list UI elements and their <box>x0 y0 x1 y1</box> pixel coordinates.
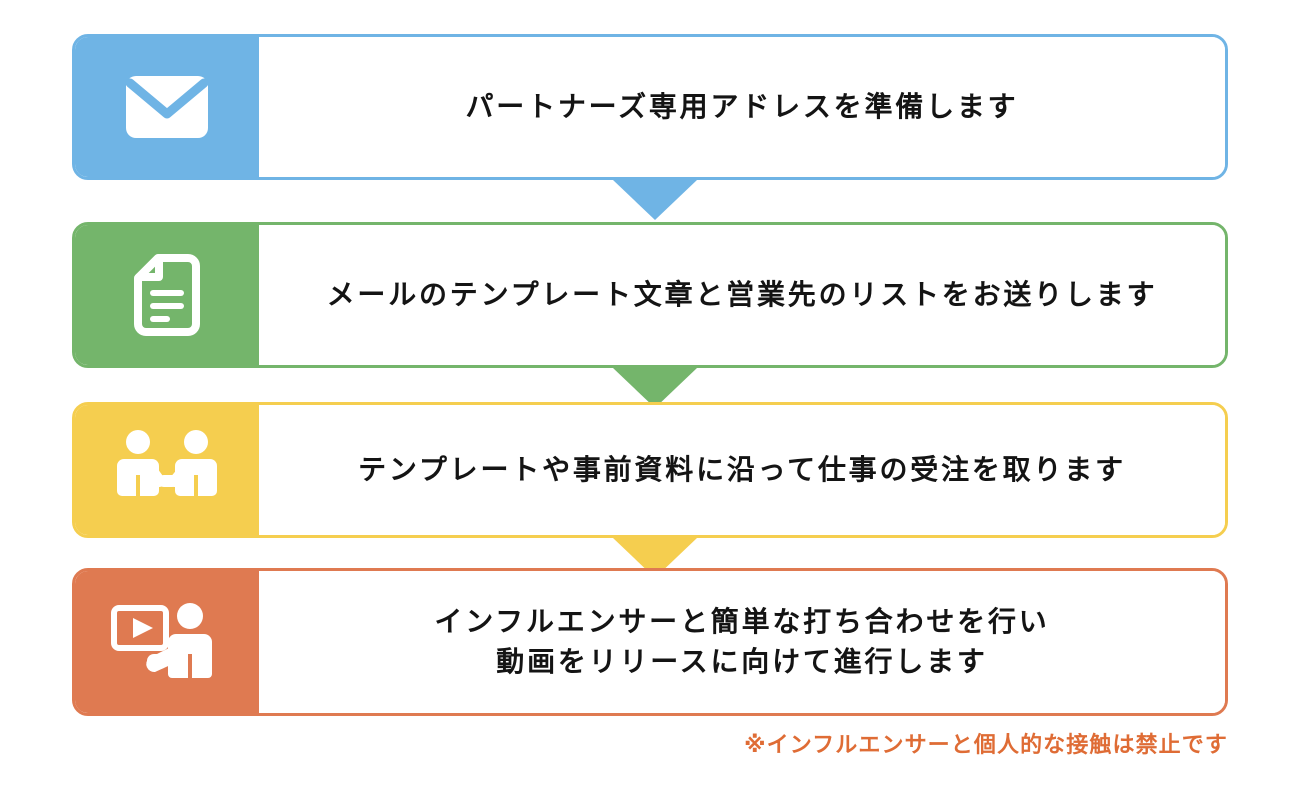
flow-step-2-label: メールのテンプレート文章と営業先のリストをお送りします <box>326 279 1158 311</box>
connector-arrow-2 <box>613 368 697 410</box>
flow-step-3-label: テンプレートや事前資料に沿って仕事の受注を取ります <box>358 454 1126 486</box>
envelope-icon <box>75 37 259 177</box>
flow-step-1: パートナーズ専用アドレスを準備します <box>72 34 1228 180</box>
flow-step-4-body: インフルエンサーと簡単な打ち合わせを行い 動画をリリースに向けて進行します <box>259 571 1225 713</box>
flow-step-3: テンプレートや事前資料に沿って仕事の受注を取ります <box>72 402 1228 538</box>
flow-step-3-body: テンプレートや事前資料に沿って仕事の受注を取ります <box>259 405 1225 535</box>
flow-step-4-label: インフルエンサーと簡単な打ち合わせを行い 動画をリリースに向けて進行します <box>434 606 1050 677</box>
flow-step-4: インフルエンサーと簡単な打ち合わせを行い 動画をリリースに向けて進行します <box>72 568 1228 716</box>
video-presentation-icon <box>75 571 259 713</box>
document-icon <box>75 225 259 365</box>
footnote-warning: ※インフルエンサーと個人的な接触は禁止です <box>744 732 1228 757</box>
handshake-people-icon <box>75 405 259 535</box>
flow-step-2-body: メールのテンプレート文章と営業先のリストをお送りします <box>259 225 1225 365</box>
flow-step-2: メールのテンプレート文章と営業先のリストをお送りします <box>72 222 1228 368</box>
flow-step-1-label: パートナーズ専用アドレスを準備します <box>465 91 1019 123</box>
connector-arrow-3 <box>613 538 697 580</box>
flow-step-1-body: パートナーズ専用アドレスを準備します <box>259 37 1225 177</box>
connector-arrow-1 <box>613 180 697 222</box>
